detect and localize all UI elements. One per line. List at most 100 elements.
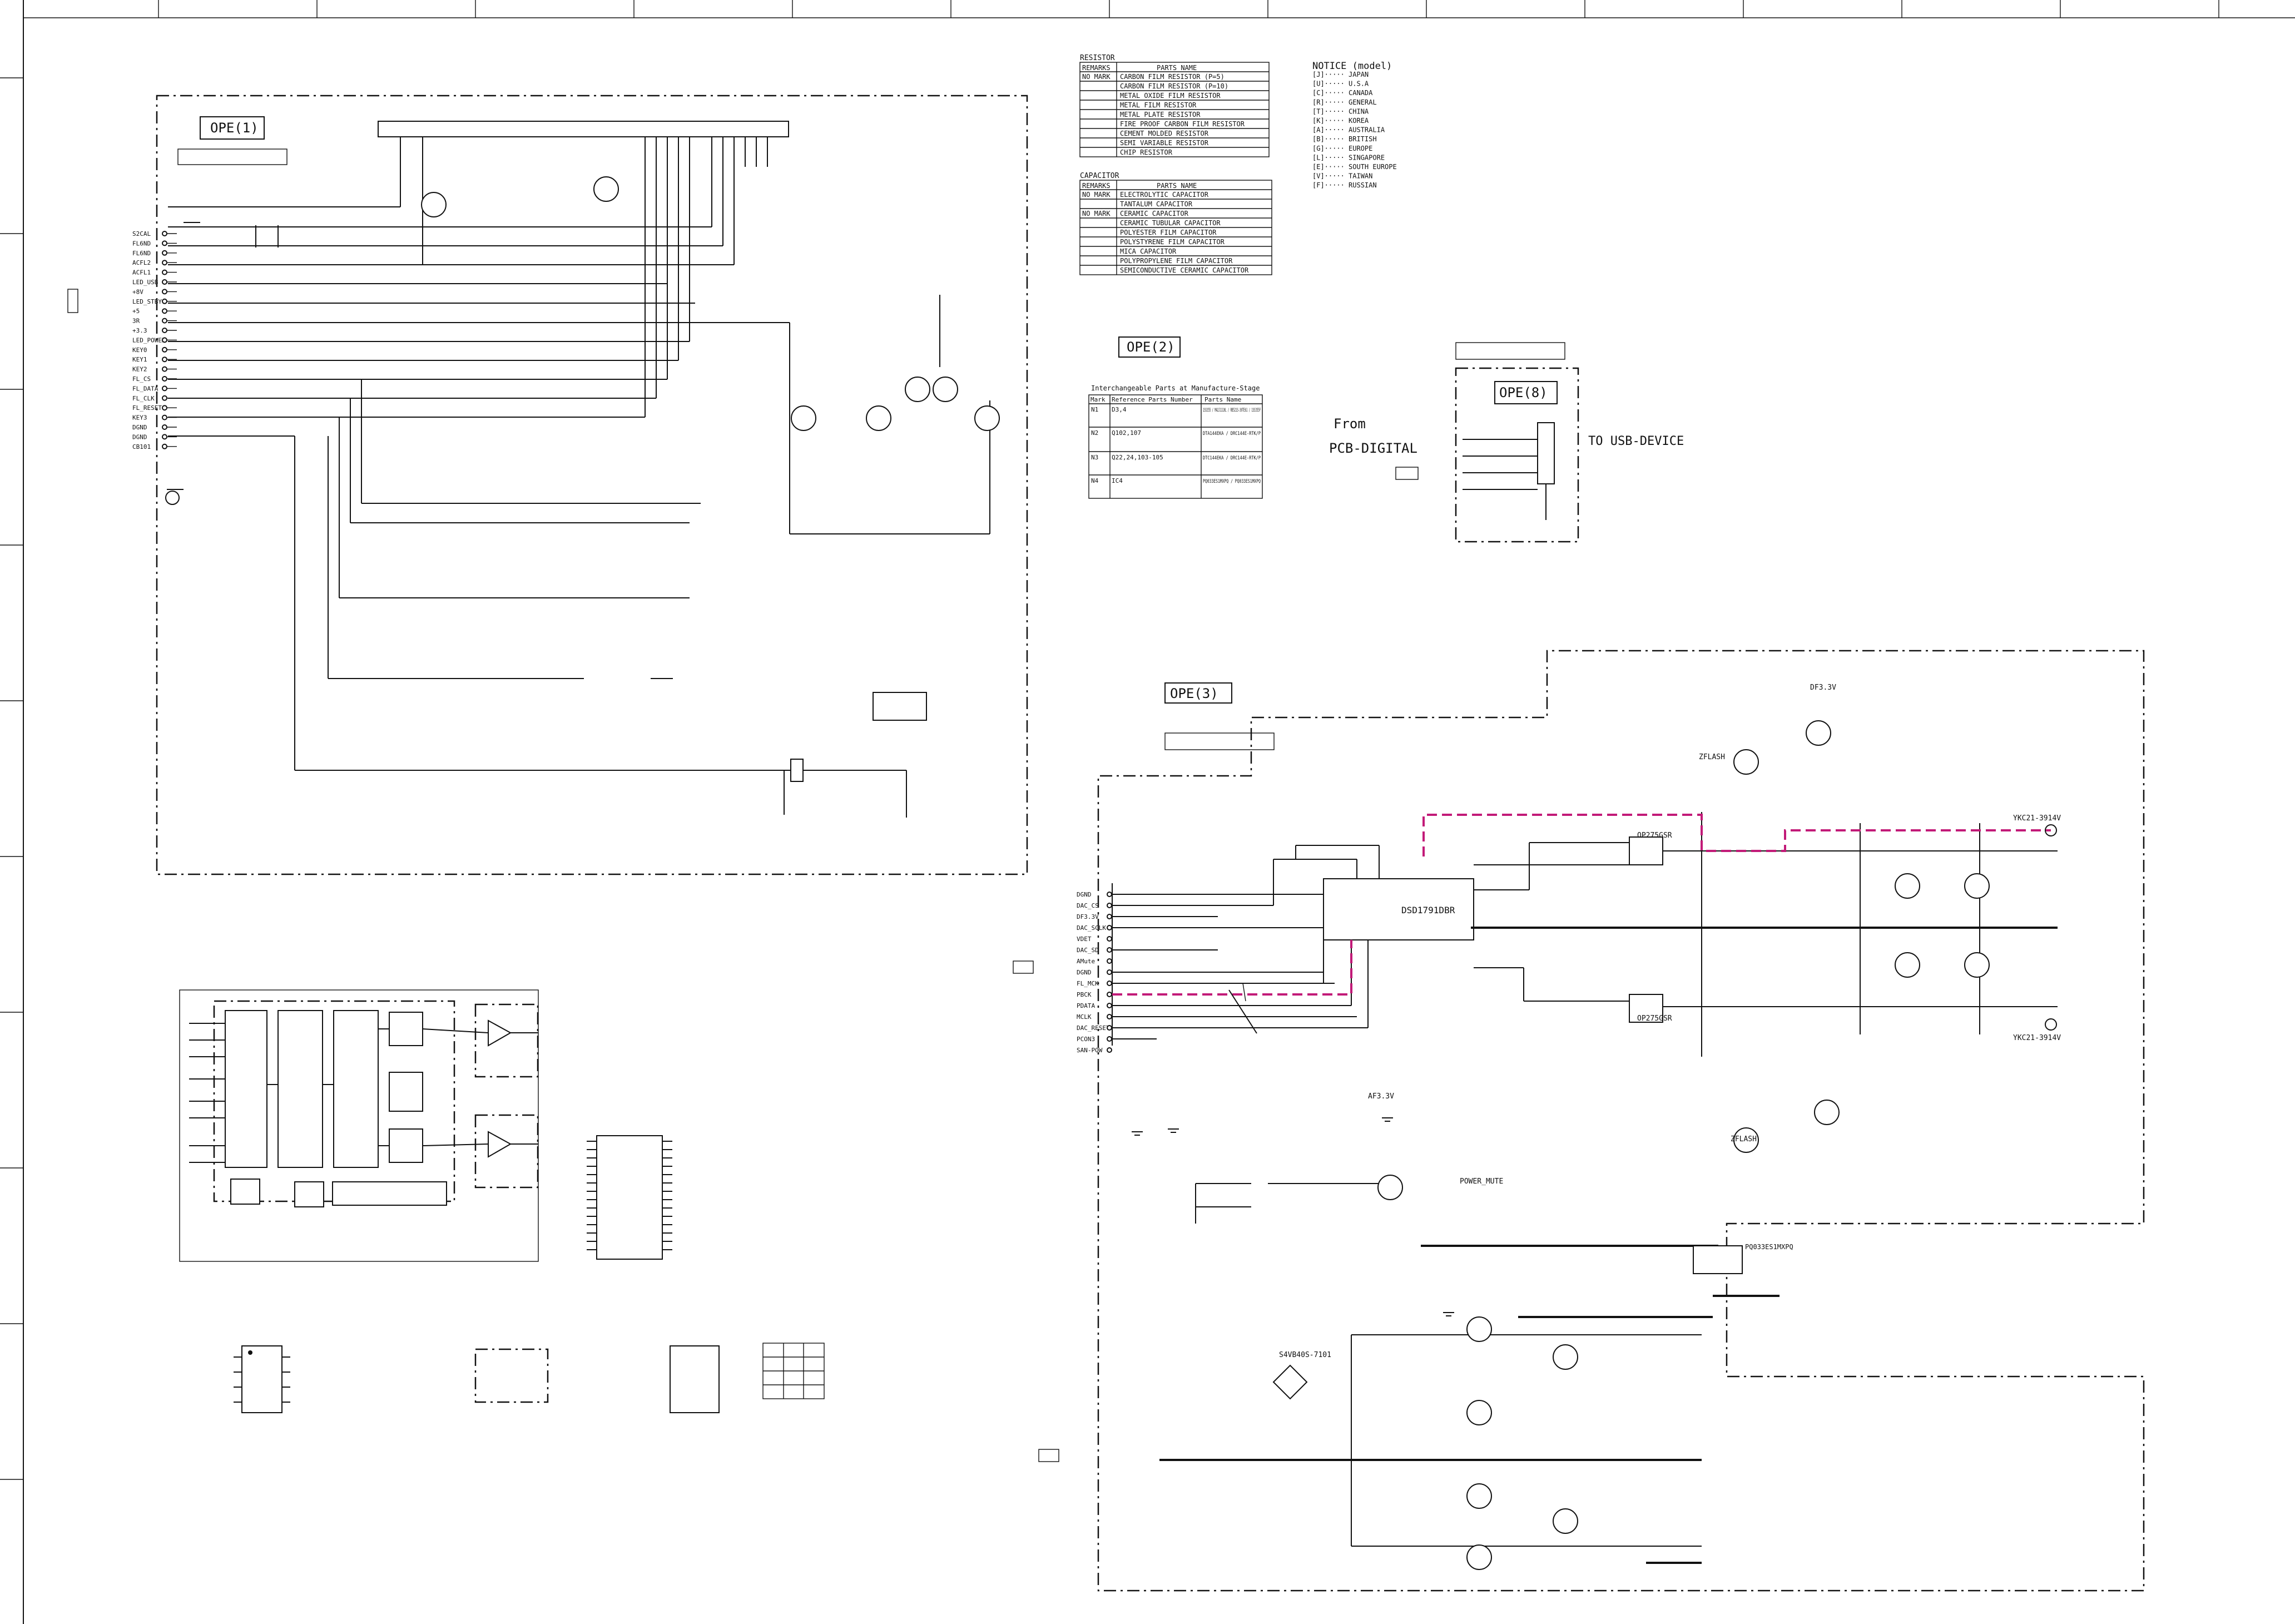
out-l-label: YKC21-3914V xyxy=(2013,814,2061,823)
ope1-pin-terminal xyxy=(162,443,167,449)
notice-row: [T]····· CHINA xyxy=(1312,107,1369,115)
ope1-pin-label: LED_POWER xyxy=(132,336,166,344)
ope1-pin-terminal xyxy=(162,279,167,285)
notice-row: [V]····· TAIWAN xyxy=(1312,172,1372,180)
ope1-pin-label: +3.3 xyxy=(132,327,147,334)
resistor-part-name: CEMENT MOLDED RESISTOR xyxy=(1120,130,1209,137)
reg-label: PQ033ES1MXPQ xyxy=(1745,1243,1793,1251)
capacitor-part-name: SEMICONDUCTIVE CERAMIC CAPACITOR xyxy=(1120,266,1249,274)
ope3-pin-label: PBCK xyxy=(1077,991,1092,998)
capacitor-part-name: POLYSTYRENE FILM CAPACITOR xyxy=(1120,238,1225,246)
ope1-pin-terminal xyxy=(162,250,167,256)
usb-to-label: TO USB-DEVICE xyxy=(1588,434,1684,448)
ope1-panel: OPE(1) S2CALFL6NDFL6NDACFL2ACFL1LED_USB+… xyxy=(132,95,1028,875)
notice-row: [K]····· KOREA xyxy=(1312,117,1369,125)
usb-block: From PCB-DIGITAL OPE(8) TO USB-DEVICE xyxy=(1329,342,1684,543)
ope1-pin-terminal xyxy=(162,289,167,295)
ope2-block: OPE(2) Interchangeable Parts at Manufact… xyxy=(1088,336,1263,499)
ope1-pin-terminal xyxy=(162,260,167,266)
ope3-pin-terminal xyxy=(1107,892,1112,897)
notice-row: [C]····· CANADA xyxy=(1312,89,1373,97)
ic-row-name: PQ033ES1MXPQ / PQ033ES1MXPQ xyxy=(1203,479,1261,484)
notice-row: [G]····· EUROPE xyxy=(1312,145,1372,152)
opamp-lower xyxy=(1629,994,1663,1023)
capacitor-part-name: ELECTROLYTIC CAPACITOR xyxy=(1120,191,1209,199)
capacitor-part-name: TANTALUM CAPACITOR xyxy=(1120,200,1193,208)
signal-path-upper xyxy=(1422,814,2051,856)
ope1-pin-terminal xyxy=(162,328,167,333)
resistor-part-name: CHIP RESISTOR xyxy=(1120,148,1173,156)
resistor-part-name: CARBON FILM RESISTOR (P=10) xyxy=(1120,82,1228,90)
notice-row: [J]····· JAPAN xyxy=(1312,71,1369,78)
ope3-pin-label: DF3.3V xyxy=(1077,913,1099,920)
ope1-pin-terminal xyxy=(162,308,167,314)
ic-row-name: 1SS355 / MA2J1110L / RB521S-30TE61 / 1SS… xyxy=(1203,408,1261,413)
ope1-pin-label: CB101 xyxy=(132,443,151,450)
capacitor-part-name: POLYESTER FILM CAPACITOR xyxy=(1120,229,1217,236)
signal-path-lower xyxy=(1112,940,1352,996)
capacitor-header-parts: PARTS NAME xyxy=(1157,182,1197,190)
dac-ic-label: DSD1791DBR xyxy=(1401,905,1455,915)
ic-row-ref: IC4 xyxy=(1112,477,1123,484)
ic-row-ref: Q102,107 xyxy=(1112,429,1141,437)
ope1-pin-label: DGND xyxy=(132,424,147,431)
resistor-remark: NO MARK xyxy=(1082,73,1111,81)
dac-ic xyxy=(1323,878,1474,940)
ic-packages xyxy=(234,1135,825,1413)
ssop-package xyxy=(596,1135,663,1260)
resistor-table-title: RESISTOR xyxy=(1080,54,1115,62)
ope1-pin-terminal xyxy=(162,337,167,343)
ope3-pin-label: FL_MCK xyxy=(1077,980,1099,987)
ope1-connector: S2CALFL6NDFL6NDACFL2ACFL1LED_USB+8VLED_S… xyxy=(132,230,177,450)
resistor-header-remarks: REMARKS xyxy=(1082,64,1111,72)
opamp-upper-label: OP275GSR xyxy=(1637,831,1672,840)
resistor-header-parts: PARTS NAME xyxy=(1157,64,1197,72)
ope1-pin-terminal xyxy=(162,357,167,363)
notice-row: [A]····· AUSTRALIA xyxy=(1312,126,1385,134)
sot-package xyxy=(670,1345,720,1413)
ope1-pin-terminal xyxy=(162,366,167,372)
resistor-part-name: METAL PLATE RESISTOR xyxy=(1120,111,1201,118)
capacitor-part-name: POLYPROPYLENE FILM CAPACITOR xyxy=(1120,257,1233,265)
ope3-pin-label: DAC_SCLK xyxy=(1077,924,1106,932)
resistor-part-name: METAL FILM RESISTOR xyxy=(1120,101,1197,109)
ic-row-name: DTA144EKA / DRC144E-RTK/P xyxy=(1203,431,1261,437)
ic-row-mark: N2 xyxy=(1091,429,1098,437)
ope3-pin-terminal xyxy=(1107,925,1112,930)
capacitor-header-remarks: REMARKS xyxy=(1082,182,1111,190)
ope1-pin-label: FL6ND xyxy=(132,240,151,247)
ope1-pin-terminal xyxy=(162,269,167,275)
resistor-table: RESISTOR REMARKS PARTS NAME NO MARK CARBO… xyxy=(1079,54,1270,157)
ic-row-ref: Q22,24,103-105 xyxy=(1112,454,1163,461)
ope1-pin-terminal xyxy=(162,318,167,324)
zflash-label: ZFLASH xyxy=(1699,753,1725,761)
ope3-pin-label: VDET xyxy=(1077,935,1092,943)
ic-row-name: DTC144EKA / DRC144E-RTK/P xyxy=(1203,455,1261,461)
opamp-lower-label: OP275GSR xyxy=(1637,1014,1672,1023)
dac-block-diagram xyxy=(179,989,539,1262)
ope3-pin-terminal xyxy=(1107,981,1112,986)
zflash-label-2: ZFLASH xyxy=(1731,1135,1757,1143)
ope3-pin-label: DAC_SD xyxy=(1077,947,1099,954)
ope3-pin-terminal xyxy=(1107,958,1112,964)
regulator-symbol xyxy=(474,1348,549,1403)
ope3-pin-terminal xyxy=(1107,1003,1112,1008)
ope3-connector: DGNDDAC_CSDF3.3VDAC_SCLKVDETDAC_SDAMuteD… xyxy=(1077,891,1112,1054)
ope1-pin-terminal xyxy=(162,231,167,236)
capacitor-part-name: MICA CAPACITOR xyxy=(1120,247,1177,255)
ope1-pin-terminal xyxy=(162,385,167,392)
notice-row: [B]····· BRITISH xyxy=(1312,135,1377,143)
ope3-pin-label: DGND xyxy=(1077,969,1092,976)
ic-header-mark: Mark xyxy=(1091,396,1106,403)
notice-block: NOTICE (model) [J]····· JAPAN[U]····· U.… xyxy=(1312,61,1397,189)
resistor-part-name: SEMI VARIABLE RESISTOR xyxy=(1120,139,1209,147)
ope1-pin-label: FL_CS xyxy=(132,375,151,383)
bridge-label: S4VB40S-7101 xyxy=(1279,1351,1331,1359)
ope3-pin-label: SAN-POW xyxy=(1077,1047,1103,1054)
ope1-pin-terminal xyxy=(162,424,167,430)
ope1-pin-label: ACFL1 xyxy=(132,269,151,276)
ope3-pin-label: PCON3 xyxy=(1077,1036,1095,1043)
bridge-rectifier xyxy=(1272,1364,1308,1400)
